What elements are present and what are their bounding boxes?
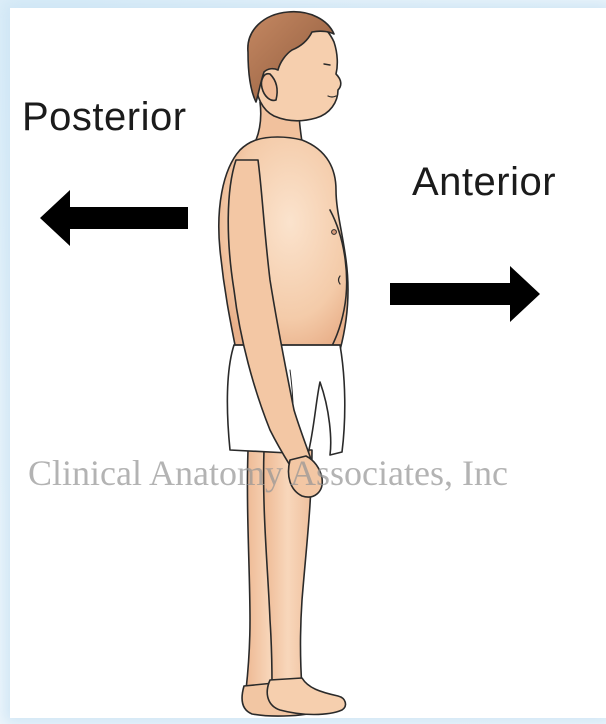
anterior-label: Anterior: [412, 160, 556, 205]
anterior-arrow-icon: [390, 266, 540, 322]
posterior-label: Posterior: [22, 95, 187, 140]
posterior-arrow-icon: [40, 190, 190, 246]
human-figure-lateral-view-icon: [190, 10, 370, 722]
watermark-text: Clinical Anatomy Associates, Inc: [28, 452, 606, 494]
